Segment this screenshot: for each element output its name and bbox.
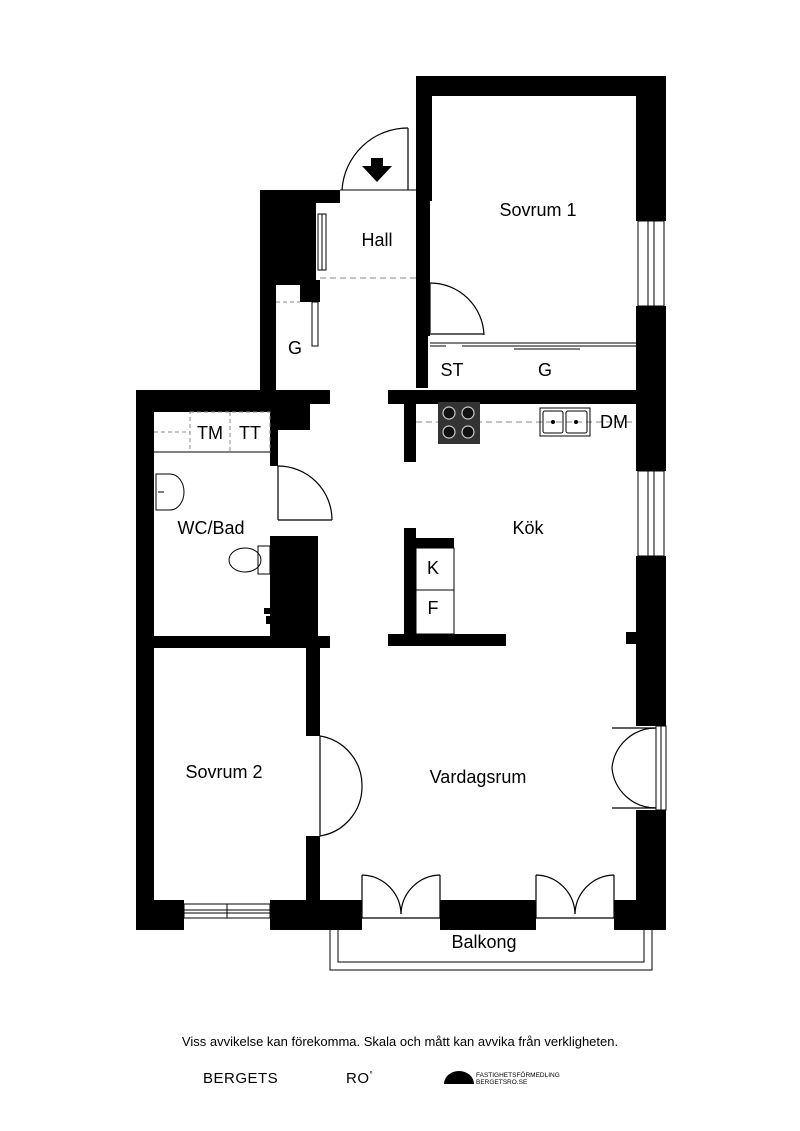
- room-label-vardagsrum: Vardagsrum: [430, 767, 527, 787]
- room-label-hall: Hall: [361, 230, 392, 250]
- room-label-wc-bad: WC/Bad: [177, 518, 244, 538]
- room-label-sovrum1: Sovrum 1: [499, 200, 576, 220]
- brand-name-right: RO°: [346, 1070, 373, 1087]
- brand-name-ro: RO: [346, 1070, 370, 1087]
- washbasin-icon: [155, 473, 185, 511]
- balcony: [329, 930, 653, 971]
- label-f: F: [428, 598, 439, 618]
- room-label-st: ST: [440, 360, 463, 380]
- disclaimer-text: Viss avvikelse kan förekomma. Skala och …: [181, 1034, 619, 1049]
- walls: [136, 76, 666, 930]
- windows: [183, 220, 667, 919]
- stove-icon: [438, 402, 480, 444]
- room-label-sovrum2: Sovrum 2: [185, 762, 262, 782]
- shower-icon: [264, 608, 270, 624]
- kitchen-sink-icon: [539, 407, 591, 437]
- brand-name-left: BERGETS: [203, 1070, 279, 1087]
- doors: [277, 127, 657, 919]
- brand-logo-icon: [444, 1071, 474, 1084]
- brand-logo-text: FASTIGHETSFÖRMEDLING BERGETSRO.SE: [476, 1072, 560, 1086]
- entrance-arrow-icon: [362, 158, 392, 182]
- label-tt: TT: [239, 423, 261, 443]
- room-label-g-hall: G: [288, 338, 302, 358]
- toilet-icon: [228, 545, 271, 575]
- label-k: K: [427, 558, 439, 578]
- logo-line-1: FASTIGHETSFÖRMEDLING: [476, 1072, 560, 1079]
- label-tm: TM: [197, 423, 223, 443]
- room-label-g-sovrum1: G: [538, 360, 552, 380]
- wardrobes: [154, 213, 636, 635]
- logo-line-2: BERGETSRO.SE: [476, 1079, 528, 1086]
- label-dm: DM: [600, 412, 628, 432]
- room-label-kok: Kök: [512, 518, 544, 538]
- room-label-balkong: Balkong: [451, 932, 516, 952]
- brand-mark: °: [369, 1070, 374, 1079]
